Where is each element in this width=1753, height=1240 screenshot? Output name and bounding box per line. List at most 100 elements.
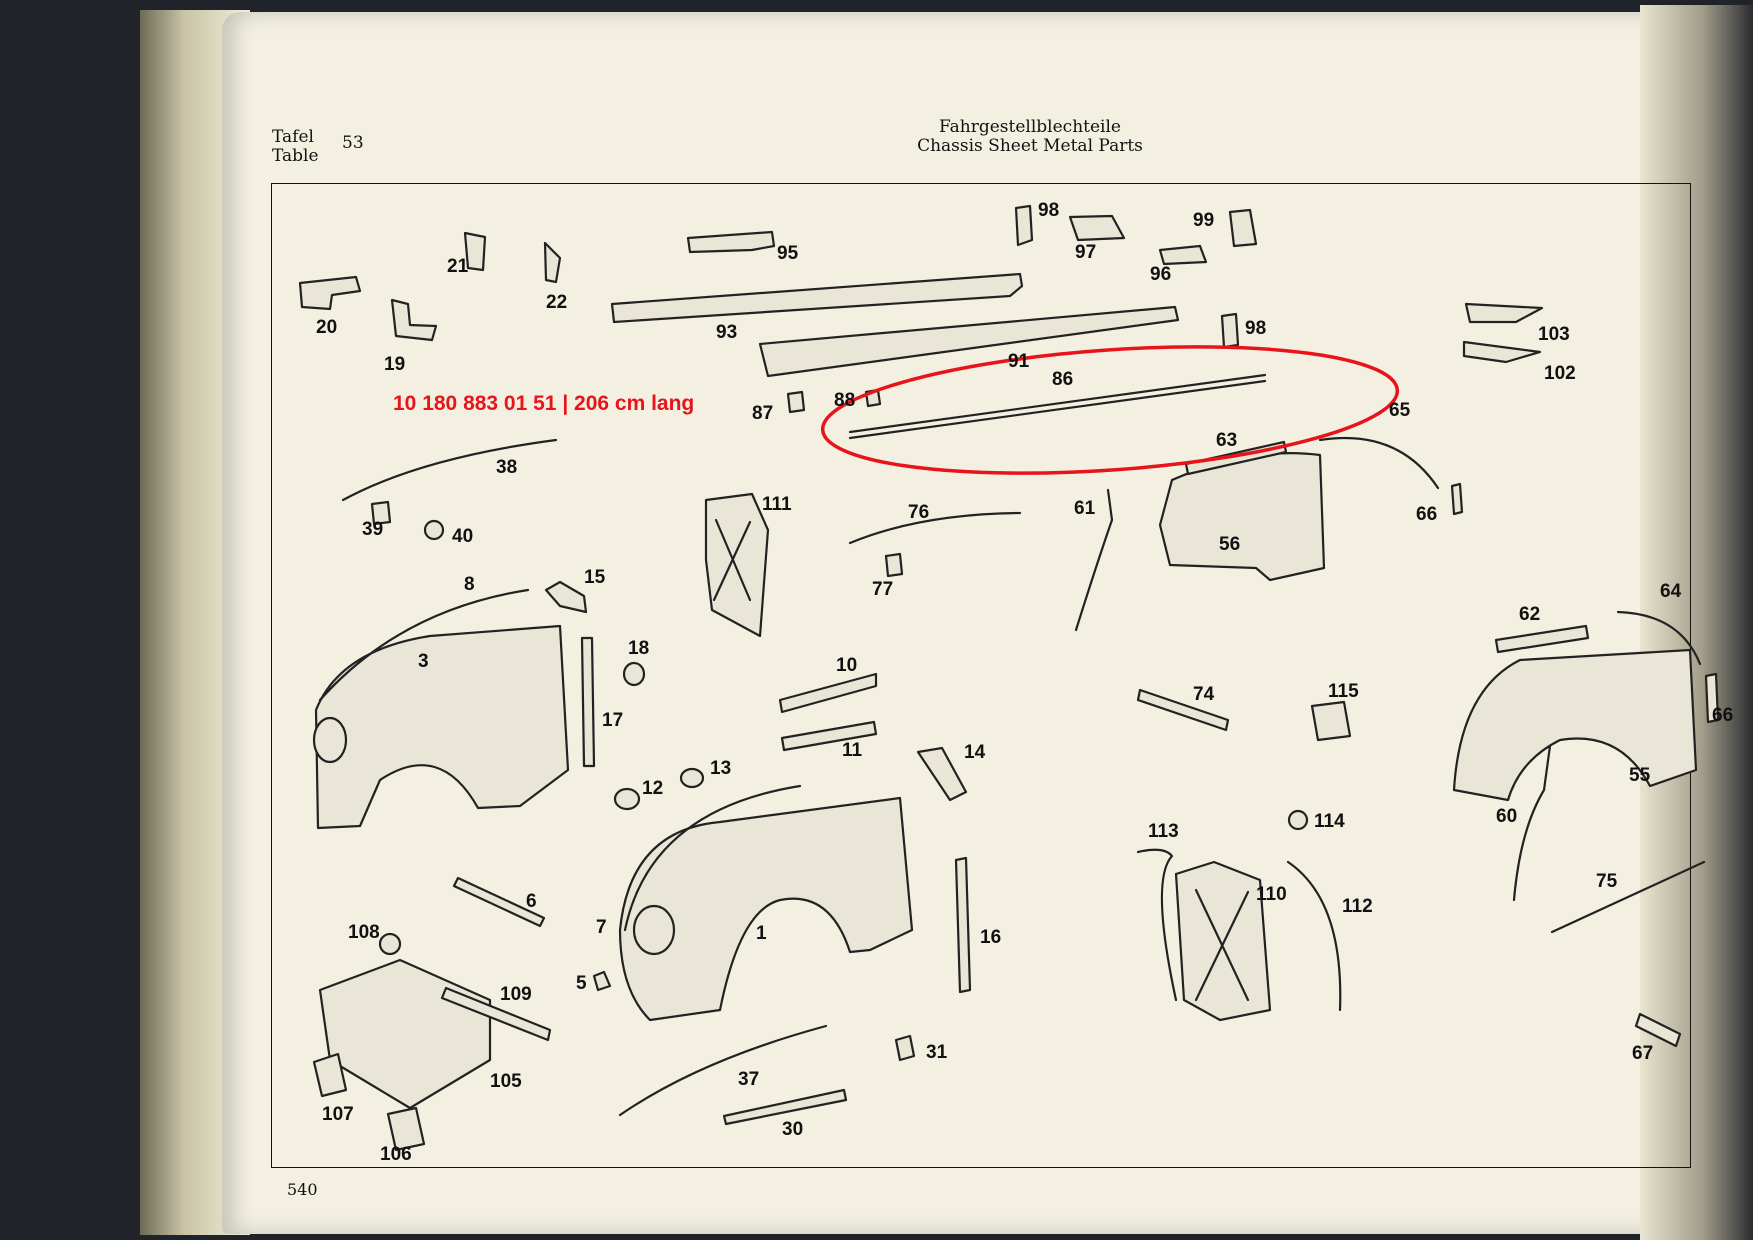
strip-64-drawing (1616, 610, 1702, 666)
part-label: 113 (1148, 821, 1179, 842)
headlamp-ring-3-drawing (312, 716, 348, 764)
part-label: 8 (464, 574, 475, 595)
bracket-95-drawing (686, 230, 776, 254)
strip-75-drawing (1550, 860, 1706, 934)
part-label: 87 (752, 403, 774, 424)
strip-11-drawing (780, 720, 878, 752)
clip-5-drawing (592, 970, 612, 992)
part-label: 76 (908, 502, 930, 523)
washer-114-drawing (1287, 809, 1309, 831)
part-label: 67 (1632, 1043, 1654, 1064)
part-label: 108 (348, 922, 380, 943)
part-label: 63 (1216, 430, 1238, 451)
part-label: 62 (1519, 604, 1541, 625)
part-label: 39 (362, 519, 384, 540)
part-label: 106 (380, 1144, 412, 1165)
bracket-102-drawing (1462, 340, 1542, 364)
strip-37-drawing (618, 1024, 828, 1117)
part-label: 18 (628, 638, 650, 659)
strip-6-drawing (452, 876, 546, 928)
part-label: 38 (496, 457, 518, 478)
part-number-annotation: 10 180 883 01 51 | 206 cm lang (393, 392, 695, 415)
bracket-103-drawing (1464, 302, 1544, 324)
strip-109-drawing (440, 986, 552, 1042)
bracket-107-drawing (312, 1052, 348, 1098)
clip-77-drawing (884, 552, 904, 578)
bracket-10-drawing (778, 672, 878, 714)
clip-99-drawing (1228, 208, 1258, 248)
part-label: 15 (584, 567, 606, 588)
tafel-label: Tafel Table (272, 127, 319, 166)
part-label: 99 (1193, 210, 1215, 231)
strip-86-edge-drawing (848, 379, 1267, 440)
part-label: 37 (738, 1069, 760, 1090)
part-label: 40 (452, 526, 474, 547)
strip-38-drawing (341, 438, 558, 502)
part-label: 102 (1544, 363, 1576, 384)
strip-112-drawing (1286, 860, 1342, 1012)
fender-1-drawing (618, 796, 914, 1022)
part-label: 19 (384, 354, 406, 375)
part-label: 20 (316, 317, 338, 338)
clip-87-drawing (786, 390, 806, 414)
washer-108-drawing (378, 932, 402, 956)
highlight-ellipse (820, 345, 1400, 475)
part-label: 61 (1074, 498, 1096, 519)
part-label: 13 (710, 758, 732, 779)
grommet-13-drawing (679, 767, 705, 789)
part-label: 64 (1660, 581, 1682, 602)
grommet-12-drawing (613, 787, 641, 811)
part-label: 56 (1219, 534, 1241, 555)
part-label: 88 (834, 390, 856, 411)
strip-62-drawing (1494, 624, 1590, 654)
clip-39-drawing (370, 500, 392, 526)
part-label: 77 (872, 579, 894, 600)
bracket-66b-drawing (1704, 672, 1720, 724)
panel-110-x-drawing (1194, 888, 1250, 1002)
part-label: 74 (1193, 684, 1215, 705)
part-label: 60 (1496, 806, 1518, 827)
panel-110-drawing (1174, 860, 1272, 1022)
part-label: 31 (926, 1042, 948, 1063)
page-number: 540 (287, 1180, 318, 1199)
strip-74-drawing (1136, 688, 1230, 732)
part-label: 93 (716, 322, 738, 343)
wheel-arch-56-drawing (1158, 452, 1326, 582)
part-label: 109 (500, 984, 532, 1005)
strip-113-drawing (1136, 848, 1178, 1002)
part-label: 11 (842, 740, 863, 761)
bracket-14-drawing (916, 746, 968, 802)
bracket-96-drawing (1158, 244, 1208, 266)
part-label: 103 (1538, 324, 1570, 345)
strip-7-drawing (623, 784, 802, 932)
panel-111-drawing (704, 492, 770, 638)
part-label: 66 (1712, 705, 1734, 726)
part-label: 75 (1596, 871, 1618, 892)
strip-65-drawing (1318, 436, 1440, 490)
part-label: 6 (526, 891, 537, 912)
part-label: 112 (1342, 896, 1373, 917)
bracket-20-drawing (298, 275, 362, 311)
part-label: 65 (1389, 400, 1411, 421)
clip-31-drawing (894, 1034, 916, 1062)
strip-61-drawing (1074, 488, 1114, 632)
strip-16-drawing (954, 856, 972, 994)
part-label: 111 (762, 494, 792, 515)
bracket-106-drawing (386, 1106, 426, 1152)
part-label: 96 (1150, 264, 1172, 285)
part-label: 55 (1629, 765, 1651, 786)
table-number: 53 (342, 133, 364, 153)
part-label: 114 (1314, 811, 1345, 832)
part-label: 12 (642, 778, 664, 799)
bracket-66-drawing (1450, 482, 1464, 516)
part-label: 95 (777, 243, 799, 264)
part-label: 17 (602, 710, 624, 731)
part-label: 98 (1245, 318, 1267, 339)
strip-17-drawing (580, 636, 596, 768)
bracket-98-drawing (1014, 204, 1034, 247)
headlamp-ring-1-drawing (632, 904, 676, 956)
part-label: 115 (1328, 681, 1359, 702)
part-label: 16 (980, 927, 1002, 948)
